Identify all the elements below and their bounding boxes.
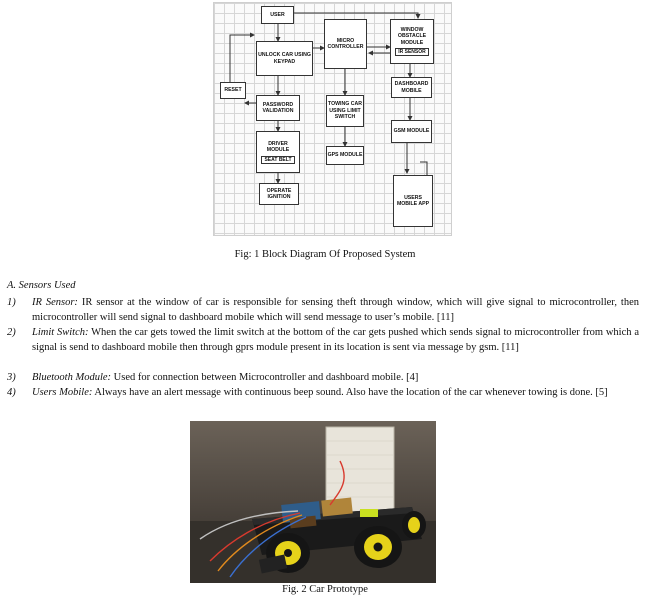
list-item-term: Bluetooth Module: [32, 372, 112, 383]
block-towing-car: TOWING CAR USING LIMIT SWITCH [326, 95, 364, 127]
list-item-text: Always have an alert message with contin… [92, 387, 608, 398]
figure2-caption: Fig. 2 Car Prototype [282, 584, 368, 595]
arrow-reset-unlock [229, 32, 255, 82]
block-gps-module: GPS MODULE [326, 146, 364, 165]
list-item-number: 2) [7, 327, 16, 338]
block-driver-module: DRIVER MODULE SEAT BELT [256, 131, 300, 173]
block-dashboard-mobile: DASHBOARD MOBILE [391, 77, 432, 98]
car-prototype-illustration [190, 421, 436, 583]
diagram-connectors [229, 12, 428, 184]
line-app-feedback [420, 161, 428, 178]
block-users-mobile-app: USERS MOBILE APP [393, 175, 433, 227]
list-item-text: IR sensor at the window of car is respon… [32, 297, 639, 323]
block-ir-sensor: IR SENSOR [395, 48, 429, 57]
list-item-number: 1) [7, 297, 16, 308]
block-operate-ignition: OPERATE IGNITION [259, 183, 299, 205]
list-item-text: Used for connection between Microcontrol… [111, 372, 419, 383]
list-item: 2) Limit Switch: When the car gets towed… [7, 325, 639, 355]
figure1-caption: Fig: 1 Block Diagram Of Proposed System [234, 249, 416, 260]
list-item: 3) Bluetooth Module: Used for connection… [7, 370, 639, 385]
list-item-term: Limit Switch: [32, 327, 89, 338]
list-item-term: IR Sensor: [32, 297, 78, 308]
car-wheel [354, 526, 402, 568]
block-diagram: USER UNLOCK CAR USING KEYPAD MICRO CONTR… [213, 2, 452, 236]
list-item-number: 3) [7, 372, 16, 383]
block-window-obstacle: WINDOW OBSTACLE MODULE IR SENSOR [390, 19, 434, 64]
list-item-term: Users Mobile: [32, 387, 93, 398]
block-password-validation: PASSWORD VALIDATION [256, 95, 300, 121]
car-wheel [402, 511, 426, 539]
section-heading: A. Sensors Used [7, 280, 76, 291]
block-reset: RESET [220, 82, 246, 99]
block-unlock-car: UNLOCK CAR USING KEYPAD [256, 41, 313, 76]
list-item-text: When the car gets towed the limit switch… [32, 327, 639, 353]
block-user: USER [261, 6, 294, 24]
car-prototype-photo [190, 421, 436, 583]
list-item: 4) Users Mobile: Always have an alert me… [7, 385, 639, 400]
block-gsm-module: GSM MODULE [391, 120, 432, 143]
block-microcontroller: MICRO CONTROLLER [324, 19, 367, 69]
block-seat-belt: SEAT BELT [261, 155, 295, 164]
list-item: 1) IR Sensor: IR sensor at the window of… [7, 295, 639, 325]
list-item-number: 4) [7, 387, 16, 398]
arrow-user-window [294, 12, 421, 19]
